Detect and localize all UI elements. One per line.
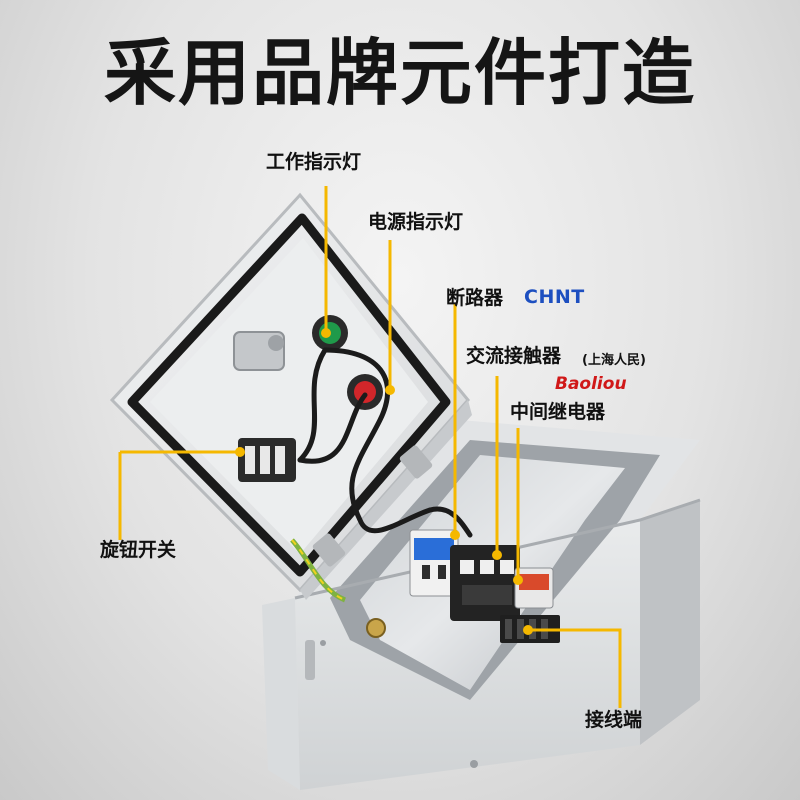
chint-brand-logo: CHNT — [524, 286, 585, 308]
cabinet-door — [109, 192, 472, 600]
intermediate-relay — [514, 567, 554, 609]
headline: 采用品牌元件打造 — [103, 31, 696, 115]
power-indicator-lamp — [347, 374, 383, 410]
circuit-breaker-label: 断路器 — [446, 287, 504, 309]
rotary-switch-label: 旋钮开关 — [100, 539, 177, 561]
circuit-breaker — [409, 529, 459, 597]
terminal-block-label: 接线端 — [585, 709, 643, 731]
power-indicator-label: 电源指示灯 — [368, 211, 464, 233]
ac-contactor-label: 交流接触器 — [466, 345, 562, 367]
callout-anchor-dots — [235, 328, 533, 635]
ac-contactor-note: (上海人民) — [582, 353, 646, 368]
baoliou-brand-logo: Baoliou — [555, 374, 627, 394]
wire-harness — [297, 347, 473, 538]
rotary-switch — [238, 438, 296, 482]
callout-leader-lines — [118, 186, 622, 708]
door-latch — [233, 331, 285, 371]
work-indicator-label: 工作指示灯 — [266, 151, 362, 173]
ground-terminal — [366, 618, 386, 638]
ac-contactor — [450, 545, 520, 621]
intermediate-relay-label: 中间继电器 — [510, 401, 606, 423]
